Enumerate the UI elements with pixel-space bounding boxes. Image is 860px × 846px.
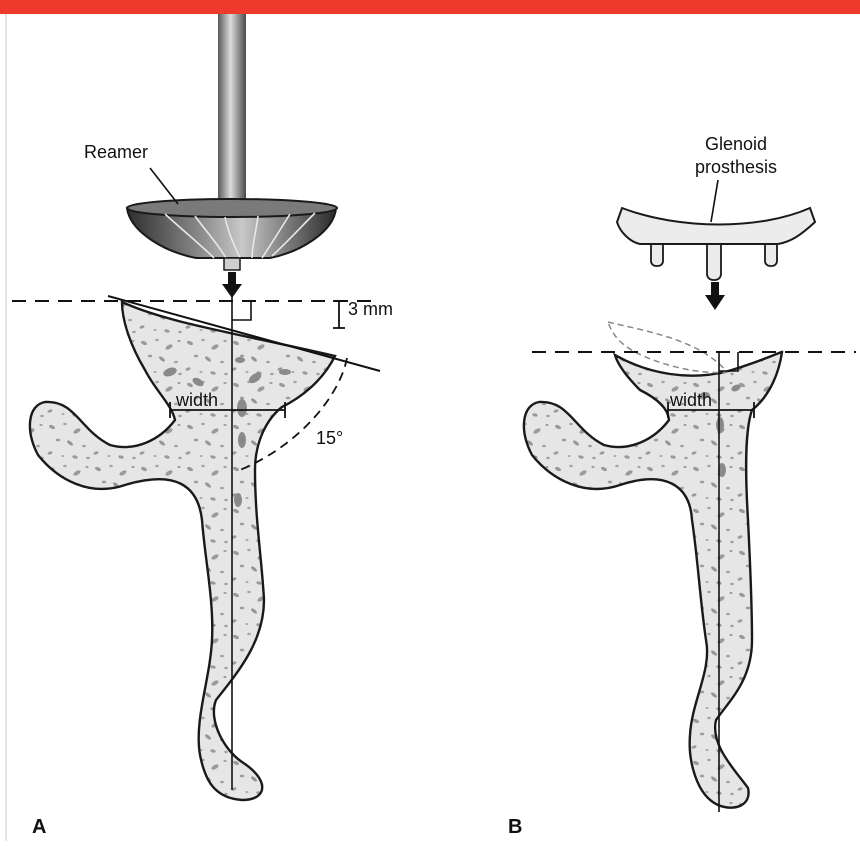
prosthesis-leader-line <box>711 180 718 222</box>
reamer-tip <box>224 258 240 270</box>
panel-b: width Glenoid prosthesis B <box>508 134 856 838</box>
reamer-leader-line <box>150 168 178 204</box>
prosthesis-label-line2: prosthesis <box>695 157 777 177</box>
down-arrow-b <box>705 282 725 310</box>
panel-a: 3 mm 15° width Reamer <box>12 14 393 838</box>
depth-bracket <box>333 301 345 328</box>
right-angle-marker-a <box>232 301 251 320</box>
width-label-b: width <box>669 390 712 410</box>
prosthesis-label-line1: Glenoid <box>705 134 767 154</box>
panel-letter-b: B <box>508 816 522 838</box>
reamer: Reamer <box>84 14 337 270</box>
down-arrow-a <box>222 272 242 298</box>
reamer-rim <box>127 199 337 217</box>
depth-label: 3 mm <box>348 299 393 319</box>
bone-b <box>524 352 782 808</box>
bone-a <box>30 302 335 800</box>
prosthesis-body <box>617 208 815 244</box>
reamer-label: Reamer <box>84 142 148 162</box>
reamer-shaft <box>218 14 246 200</box>
glenoid-prosthesis: Glenoid prosthesis <box>617 134 815 280</box>
width-label-a: width <box>175 390 218 410</box>
panel-letter-a: A <box>32 816 46 838</box>
angle-label: 15° <box>316 428 343 448</box>
header-bar <box>0 0 860 14</box>
